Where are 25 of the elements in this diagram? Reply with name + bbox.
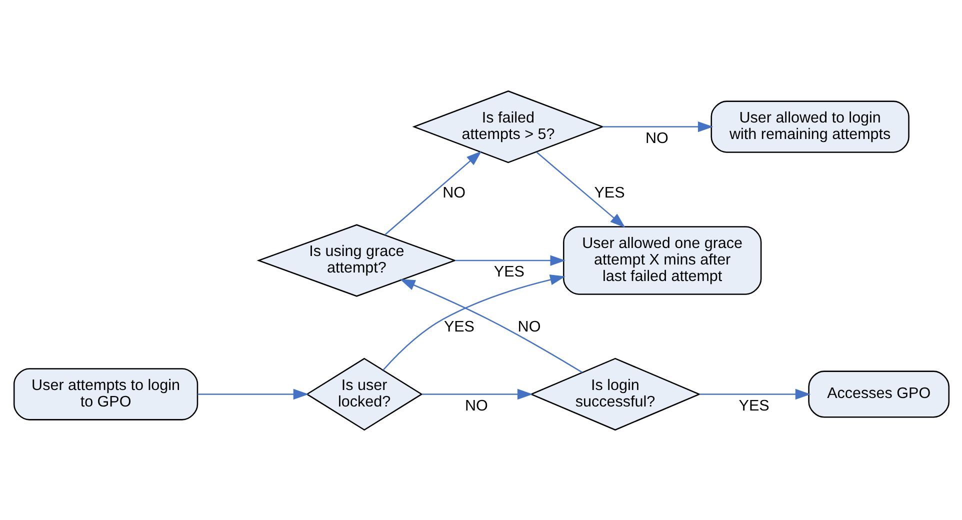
arrow (698, 388, 810, 400)
node-box: User allowed one grace attempt X mins after last failed attempt (562, 226, 762, 294)
arrow (384, 150, 482, 235)
edge-label: NO (464, 396, 488, 414)
arrow (399, 278, 582, 372)
node-box: User attempts to login to GPO (12, 368, 198, 420)
arrow (197, 388, 308, 400)
arrow (536, 151, 625, 228)
node-box: User allowed to login with remaining attempts (710, 100, 909, 152)
node-box: Accesses GPO (808, 370, 950, 418)
edge-label: NO (442, 184, 466, 202)
arrow (454, 254, 566, 266)
edge-label: YES (443, 318, 474, 335)
arrow (421, 388, 532, 400)
edge-label: YES (493, 263, 524, 280)
edge-label: YES (594, 184, 624, 202)
node-diamond: Is user locked? (305, 357, 422, 430)
edge-label: YES (738, 396, 769, 414)
node-diamond: Is login successful? (529, 357, 700, 430)
edge-label: NO (644, 129, 668, 146)
node-diamond: Is failed attempts > 5? (412, 90, 604, 163)
arrow (602, 120, 713, 132)
edge-label: NO (517, 318, 540, 335)
arrow (382, 274, 565, 370)
node-diamond: Is using grace attempt? (256, 224, 456, 296)
